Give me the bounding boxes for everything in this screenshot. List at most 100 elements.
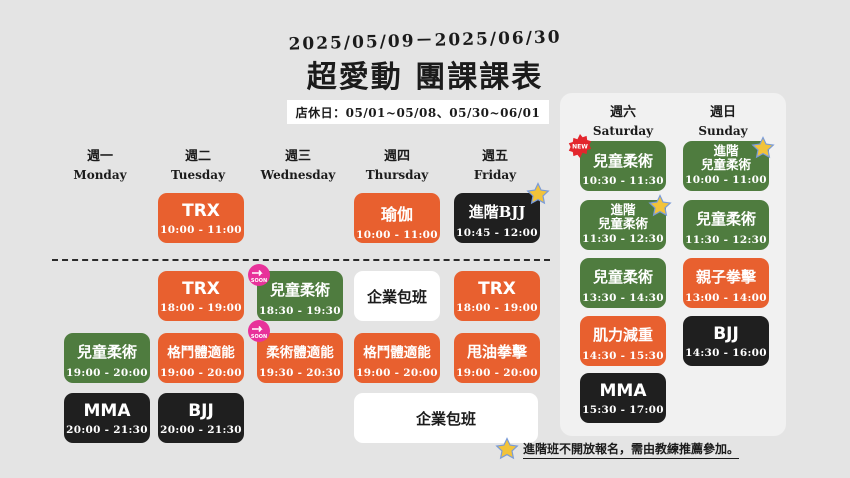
day-zh: 週日	[709, 105, 736, 120]
class-card: 甩油拳擊 19:00 - 20:00	[454, 333, 540, 383]
day-zh: 週二	[184, 149, 211, 164]
day-header-monday: 週一 Monday	[58, 148, 142, 184]
new-badge-icon: NEW	[568, 134, 592, 158]
class-name: TRX	[182, 279, 220, 299]
class-card: 兒童柔術 13:30 - 14:30	[580, 258, 666, 308]
star-icon	[495, 437, 519, 460]
day-zh: 週五	[481, 149, 508, 164]
class-card: 兒童柔術 11:30 - 12:30	[683, 200, 769, 250]
day-en: Wednesday	[260, 168, 336, 182]
day-zh: 週三	[284, 149, 311, 164]
class-card: MMA 15:30 - 17:00	[580, 373, 666, 423]
closed-days-text: 店休日：05/01~05/08、05/30~06/01	[295, 105, 541, 120]
class-card: 企業包班	[354, 393, 538, 443]
day-en: Monday	[73, 168, 127, 182]
class-name: 兒童柔術	[76, 343, 137, 361]
class-name: 企業包班	[366, 287, 427, 306]
class-name: BJJ	[713, 324, 739, 344]
class-time: 20:00 - 21:30	[160, 424, 242, 436]
class-card: 進階 兒童柔術 10:00 - 11:00	[683, 141, 769, 191]
star-icon	[526, 182, 550, 205]
class-name: 兒童柔術	[695, 210, 756, 228]
class-time: 10:00 - 11:00	[160, 224, 242, 236]
class-name: MMA	[599, 381, 647, 401]
footer-note-text: 進階班不開放報名，需由教練推薦參加。	[523, 440, 740, 459]
class-time: 15:30 - 17:00	[582, 404, 664, 416]
class-name-line1: 進階	[713, 143, 739, 158]
class-card: 企業包班	[354, 271, 440, 321]
day-header-sunday: 週日 Sunday	[680, 104, 766, 140]
class-name-line1: 進階	[610, 202, 636, 217]
class-name: 兒童柔術	[269, 281, 330, 299]
class-name-line2: 兒童柔術	[700, 157, 751, 172]
class-card: BJJ 20:00 - 21:30	[158, 393, 244, 443]
class-name: 格鬥體適能	[167, 345, 235, 361]
day-zh: 週四	[383, 149, 410, 164]
class-name: MMA	[83, 401, 131, 421]
day-header-saturday: 週六 Saturday	[580, 104, 666, 140]
class-card: TRX 10:00 - 11:00	[158, 193, 244, 243]
class-time: 10:45 - 12:00	[456, 227, 538, 239]
class-card: 柔術體適能 19:30 - 20:30	[257, 333, 343, 383]
class-name: BJJ	[188, 401, 214, 421]
class-name: 親子拳擊	[695, 268, 756, 286]
day-header-thursday: 週四 Thursday	[352, 148, 442, 184]
class-time: 19:00 - 20:00	[456, 367, 538, 379]
day-en: Sunday	[698, 124, 748, 138]
class-card: 瑜伽 10:00 - 11:00	[354, 193, 440, 243]
soon-badge-text: SOON	[251, 278, 267, 284]
class-card: 格鬥體適能 19:00 - 20:00	[354, 333, 440, 383]
class-card: 兒童柔術 10:30 - 11:30	[580, 141, 666, 191]
class-time: 18:00 - 19:00	[160, 302, 242, 314]
class-time: 10:30 - 11:30	[582, 175, 664, 187]
day-header-friday: 週五 Friday	[452, 148, 538, 184]
day-zh: 週六	[609, 105, 636, 120]
class-card: MMA 20:00 - 21:30	[64, 393, 150, 443]
day-en: Thursday	[365, 168, 429, 182]
star-icon	[751, 136, 775, 159]
class-time: 13:00 - 14:00	[685, 292, 767, 304]
class-time: 10:00 - 11:00	[356, 229, 438, 241]
class-card: 親子拳擊 13:00 - 14:00	[683, 258, 769, 308]
class-name: 企業包班	[415, 409, 476, 428]
class-name: TRX	[478, 279, 516, 299]
day-header-tuesday: 週二 Tuesday	[156, 148, 240, 184]
soon-badge-icon: SOON	[248, 264, 270, 286]
class-card: TRX 18:00 - 19:00	[454, 271, 540, 321]
class-name: 瑜伽	[380, 205, 413, 224]
class-time: 11:30 - 12:30	[685, 234, 767, 246]
class-name: TRX	[182, 201, 220, 221]
class-time: 14:30 - 16:00	[685, 347, 767, 359]
footer-note: 進階班不開放報名，需由教練推薦參加。	[495, 437, 740, 461]
class-time: 14:30 - 15:30	[582, 350, 664, 362]
page-title: 超愛動 團課課表	[306, 60, 544, 95]
day-en: Friday	[473, 168, 517, 182]
class-card: 肌力減重 14:30 - 15:30	[580, 316, 666, 366]
class-card: 格鬥體適能 19:00 - 20:00	[158, 333, 244, 383]
class-name: 甩油拳擊	[466, 343, 527, 361]
class-card: 進階BJJ 10:45 - 12:00	[454, 193, 540, 243]
class-card: 兒童柔術 19:00 - 20:00	[64, 333, 150, 383]
day-zh: 週一	[86, 149, 113, 164]
class-time: 19:00 - 20:00	[160, 367, 242, 379]
class-time: 19:00 - 20:00	[66, 367, 148, 379]
class-card: TRX 18:00 - 19:00	[158, 271, 244, 321]
new-badge-text: NEW	[572, 144, 588, 151]
class-card: 進階 兒童柔術 11:30 - 12:30	[580, 200, 666, 250]
class-name: 柔術體適能	[266, 345, 334, 361]
closed-days-notice: 店休日：05/01~05/08、05/30~06/01	[287, 100, 549, 124]
class-name: 兒童柔術	[592, 268, 653, 286]
class-card: 兒童柔術 18:30 - 19:30	[257, 271, 343, 321]
class-time: 11:30 - 12:30	[582, 233, 664, 245]
day-en: Saturday	[592, 124, 654, 138]
morning-evening-divider	[52, 259, 550, 261]
class-time: 10:00 - 11:00	[685, 174, 767, 186]
class-time: 19:00 - 20:00	[356, 367, 438, 379]
soon-badge-icon: SOON	[248, 320, 270, 342]
class-time: 13:30 - 14:30	[582, 292, 664, 304]
star-icon	[648, 194, 672, 217]
day-en: Tuesday	[170, 168, 226, 182]
class-time: 18:30 - 19:30	[259, 305, 341, 317]
class-name: 兒童柔術	[592, 152, 653, 170]
soon-badge-text: SOON	[251, 334, 267, 340]
